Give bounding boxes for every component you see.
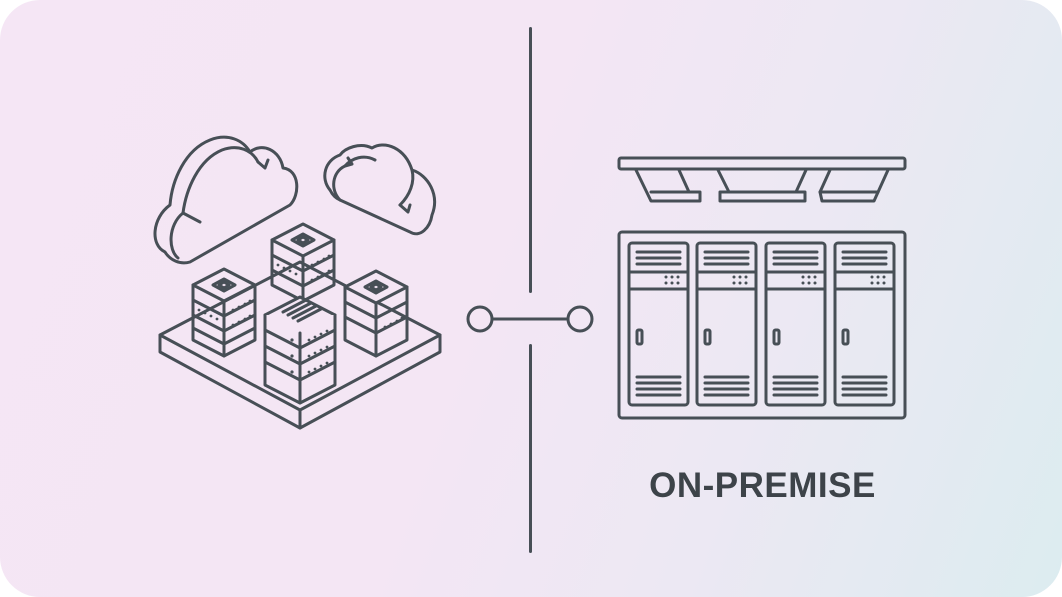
- rack-enclosure: [617, 230, 907, 420]
- server-stack-icon: [263, 295, 337, 405]
- server-rack-icon: [833, 241, 896, 407]
- server-stack-icon: [270, 222, 336, 303]
- cloud-icon: [323, 143, 436, 236]
- server-rack-icon: [627, 241, 690, 407]
- server-stack-icon: [343, 269, 409, 358]
- server-stack-icon: [191, 267, 257, 358]
- vertical-divider-bottom: [529, 344, 532, 553]
- server-rack-icon: [695, 241, 758, 407]
- vertical-divider-top: [529, 27, 532, 293]
- on-premise-datacenter-icon: [617, 156, 907, 420]
- ceiling-tray-icon: [617, 156, 907, 203]
- on-premise-label: ON-PREMISE: [649, 466, 876, 505]
- cloud-icon: [153, 135, 299, 265]
- connection-link-icon: [466, 305, 594, 333]
- server-rack-icon: [764, 241, 827, 407]
- cloud-servers-icon: [153, 135, 442, 430]
